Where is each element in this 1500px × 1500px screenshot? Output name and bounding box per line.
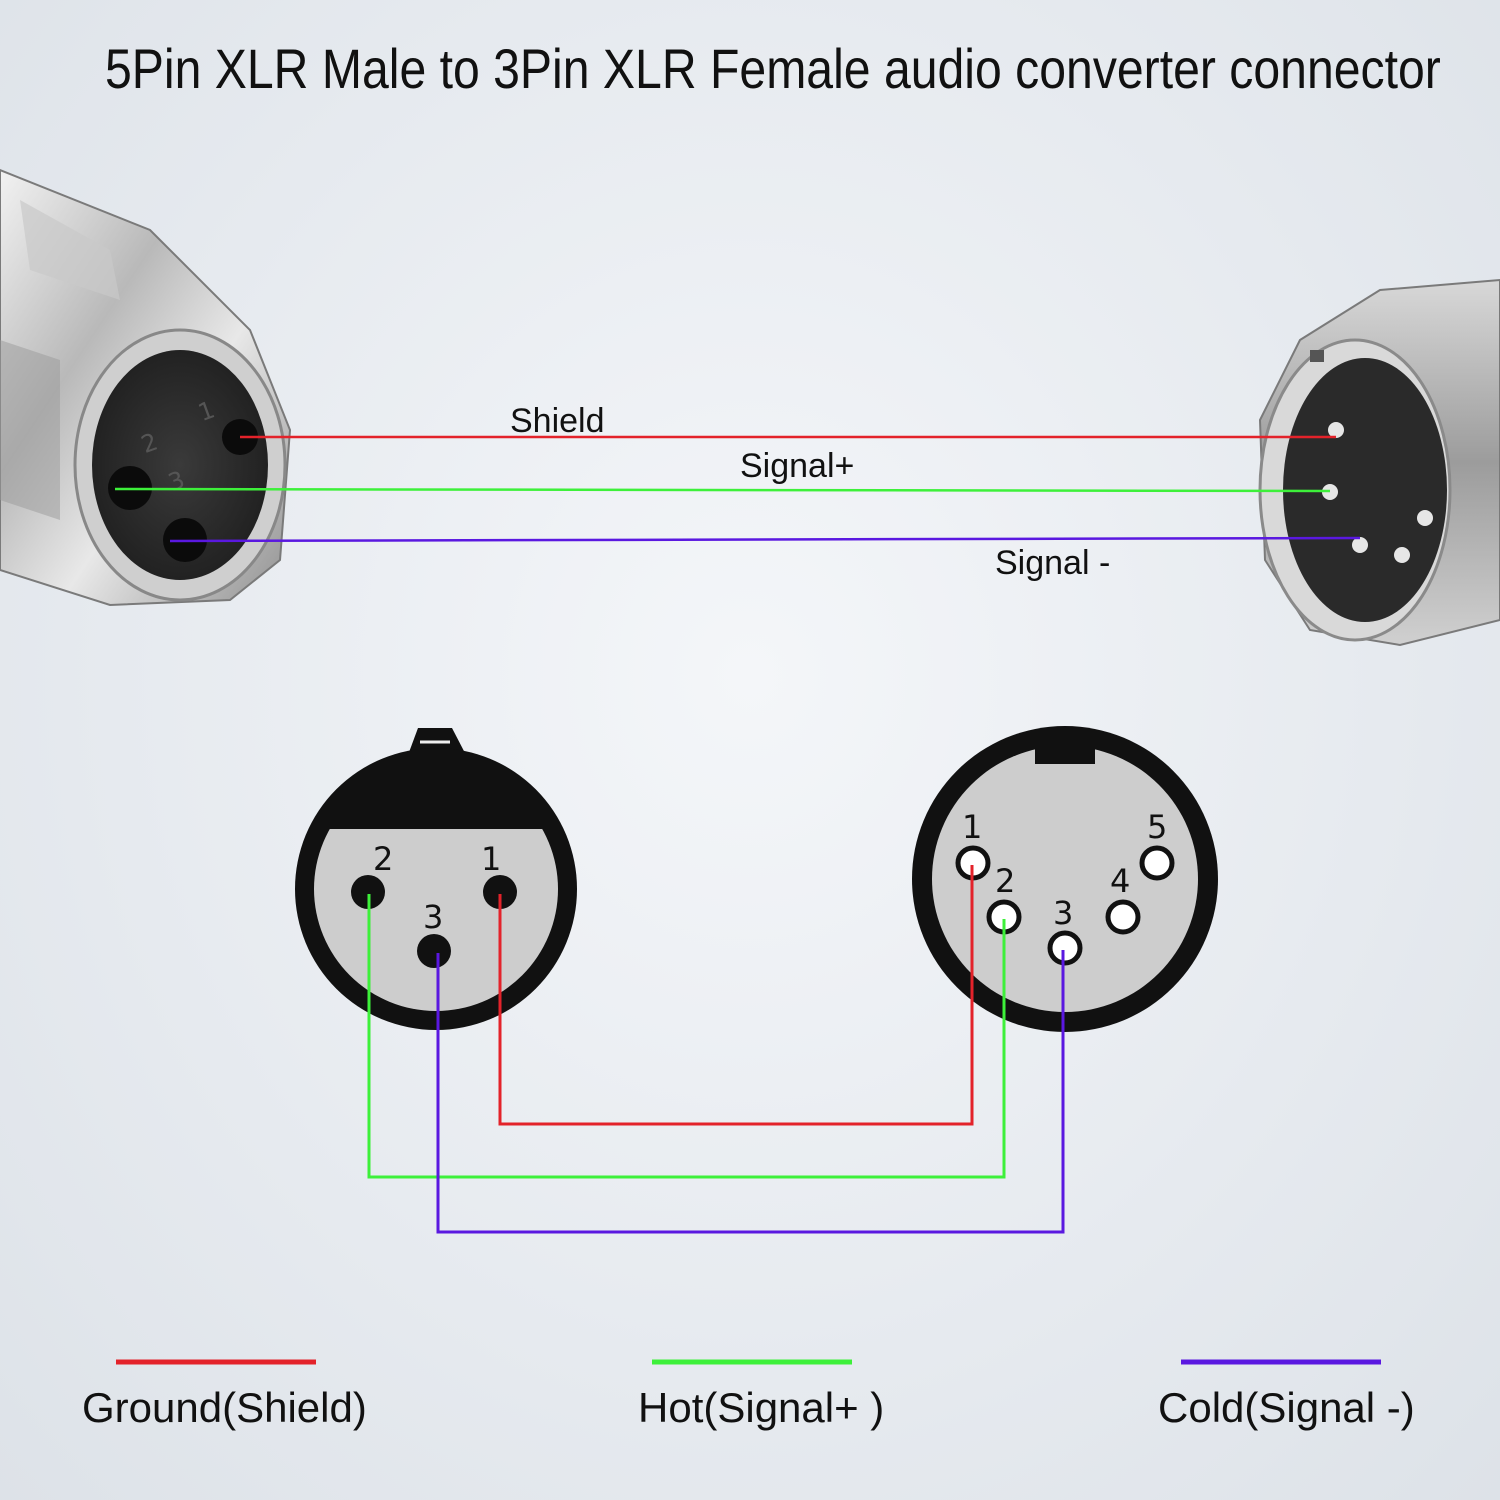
shield-wire-label: Shield [510,402,605,440]
hot-wire-top [114,487,1331,493]
cold-wire-top [169,536,1361,543]
female-pin-1 [483,875,517,909]
female-pin-2 [351,875,385,909]
male-pin-label-2: 2 [995,862,1015,900]
page-title: 5Pin XLR Male to 3Pin XLR Female audio c… [105,37,1441,100]
photo-pin-5 [1417,510,1433,526]
hot-wire-label: Signal+ [740,447,854,485]
female-pin-label-2: 2 [373,840,393,878]
hot-wire [367,894,1006,1179]
cold-wire [436,950,1065,1234]
photo-pin-1 [1328,422,1344,438]
male-pin-5 [1139,845,1175,881]
female-pin-3 [417,934,451,968]
female-3pin-schematic: 1 2 3 [295,728,577,1030]
male-pin-label-5: 5 [1147,808,1167,846]
female-pin-label-1: 1 [481,840,501,878]
male-pin-3 [1047,930,1083,966]
schematic-wires [367,865,1065,1234]
legend-shield-label: Ground(Shield) [82,1384,367,1431]
cold-wire-label: Signal - [995,544,1110,582]
legend-hot-label: Hot(Signal+ ) [638,1384,884,1431]
male-pin-label-1: 1 [962,808,982,846]
male-xlr-photo [1258,278,1500,647]
male-pin-4 [1105,899,1141,935]
male-pin-label-3: 3 [1053,894,1073,932]
legend-cold-label: Cold(Signal -) [1158,1384,1415,1431]
photo-pin-3 [1352,537,1368,553]
photo-pin-4 [1394,547,1410,563]
female-pin-label-3: 3 [423,898,443,936]
photo-pin-2 [1322,484,1338,500]
male-pin-label-4: 4 [1110,862,1130,900]
male-5pin-schematic: 1 2 3 4 5 [912,726,1218,1032]
shield-wire [498,865,974,1126]
legend: Ground(Shield) Hot(Signal+ ) Cold(Signal… [82,1359,1415,1431]
photo-wires: Shield Signal+ Signal - [114,402,1361,582]
